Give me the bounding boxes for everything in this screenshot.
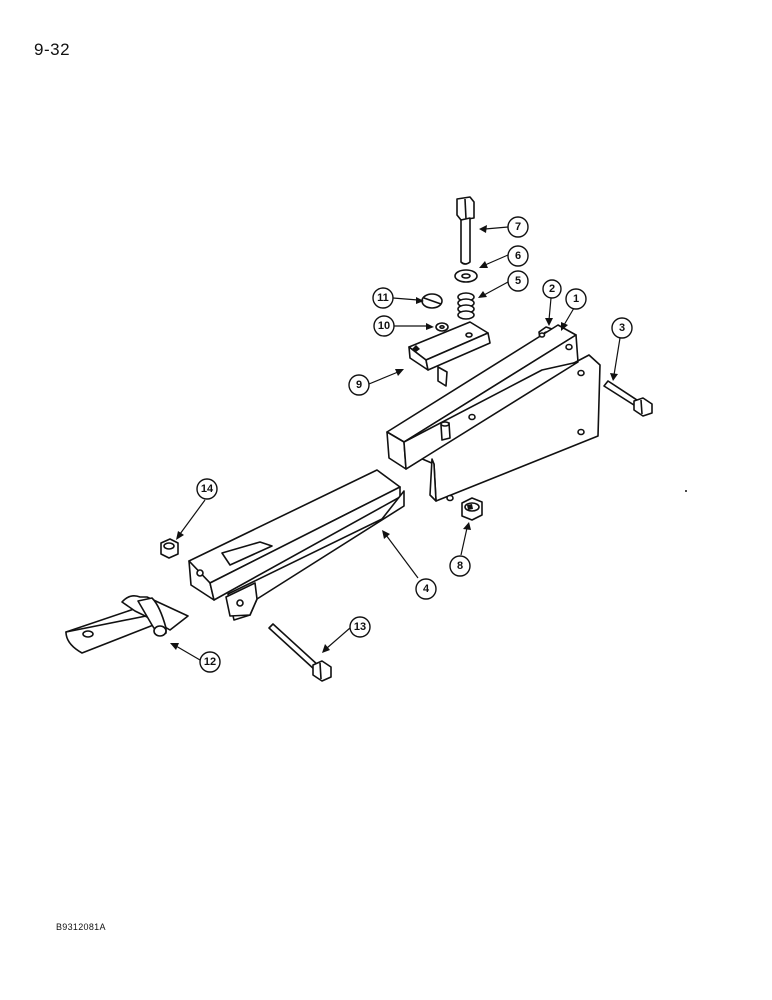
part-nut-left [160, 538, 179, 559]
svg-text:10: 10 [378, 320, 390, 332]
part-castle-nut [461, 497, 483, 521]
svg-text:5: 5 [515, 275, 521, 287]
callout-2: 2 [542, 279, 562, 299]
part-bolt-vertical [456, 196, 475, 265]
callout-14: 14 [196, 478, 218, 500]
part-slotted-nut [421, 293, 443, 309]
callout-1: 1 [565, 288, 587, 310]
part-small-washer [435, 322, 449, 332]
figure-code: B9312081A [56, 922, 106, 932]
callout-10: 10 [373, 315, 395, 337]
callout-7: 7 [507, 216, 529, 238]
callout-6: 6 [507, 245, 529, 267]
callout-9: 9 [348, 374, 370, 396]
part-bolt-right [603, 380, 653, 417]
part-fork-arm [188, 469, 405, 621]
page-number: 9-32 [34, 40, 71, 59]
callout-8: 8 [449, 555, 471, 577]
svg-text:13: 13 [354, 621, 366, 633]
svg-text:12: 12 [204, 656, 216, 668]
callout-11: 11 [372, 287, 394, 309]
callout-3: 3 [611, 317, 633, 339]
part-bolt-long [268, 623, 332, 682]
svg-text:8: 8 [457, 560, 463, 572]
part-bracket [386, 324, 601, 502]
callout-12: 12 [199, 651, 221, 673]
svg-text:6: 6 [515, 250, 521, 262]
svg-text:1: 1 [573, 293, 579, 305]
part-clamp-plate [408, 321, 491, 387]
svg-text:3: 3 [619, 322, 625, 334]
stray-dot [685, 490, 687, 492]
callout-13: 13 [349, 616, 371, 638]
callout-5: 5 [507, 270, 529, 292]
svg-text:11: 11 [377, 292, 389, 304]
svg-text:2: 2 [549, 283, 555, 295]
leader-lines [170, 225, 621, 661]
svg-text:9: 9 [356, 379, 362, 391]
part-hitch-plate [65, 595, 189, 654]
part-washer [454, 269, 478, 283]
svg-text:14: 14 [201, 483, 214, 495]
svg-text:7: 7 [515, 221, 521, 233]
callout-4: 4 [415, 578, 437, 600]
part-spring [457, 292, 475, 320]
svg-text:4: 4 [423, 583, 430, 595]
